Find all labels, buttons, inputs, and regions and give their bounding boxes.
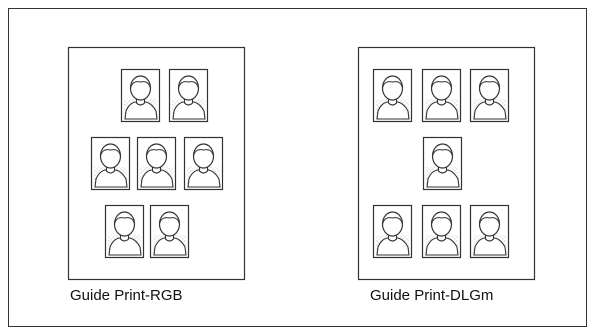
person-portrait-icon-guide-print-dlgm-3 bbox=[471, 70, 509, 122]
person-portrait-icon-guide-print-dlgm-1 bbox=[374, 70, 412, 122]
person-portrait-icon-guide-print-dlgm-7 bbox=[471, 206, 509, 258]
person-portrait-icon-guide-print-rgb-4 bbox=[138, 138, 176, 190]
caption-guide-print-rgb: Guide Print-RGB bbox=[70, 287, 183, 304]
person-portrait-icon-guide-print-rgb-3 bbox=[92, 138, 130, 190]
person-portrait-icon-guide-print-dlgm-2 bbox=[423, 70, 461, 122]
person-portrait-icon-guide-print-rgb-1 bbox=[122, 70, 160, 122]
person-portrait-icon-guide-print-rgb-2 bbox=[170, 70, 208, 122]
person-portrait-icon-guide-print-rgb-6 bbox=[106, 206, 144, 258]
caption-guide-print-dlgm: Guide Print-DLGm bbox=[370, 287, 493, 304]
person-portrait-icon-guide-print-dlgm-5 bbox=[374, 206, 412, 258]
portrait-group bbox=[92, 70, 509, 258]
person-portrait-icon-guide-print-rgb-5 bbox=[185, 138, 223, 190]
person-portrait-icon-guide-print-dlgm-6 bbox=[423, 206, 461, 258]
person-portrait-icon-guide-print-rgb-7 bbox=[151, 206, 189, 258]
person-portrait-icon-guide-print-dlgm-4 bbox=[424, 138, 462, 190]
